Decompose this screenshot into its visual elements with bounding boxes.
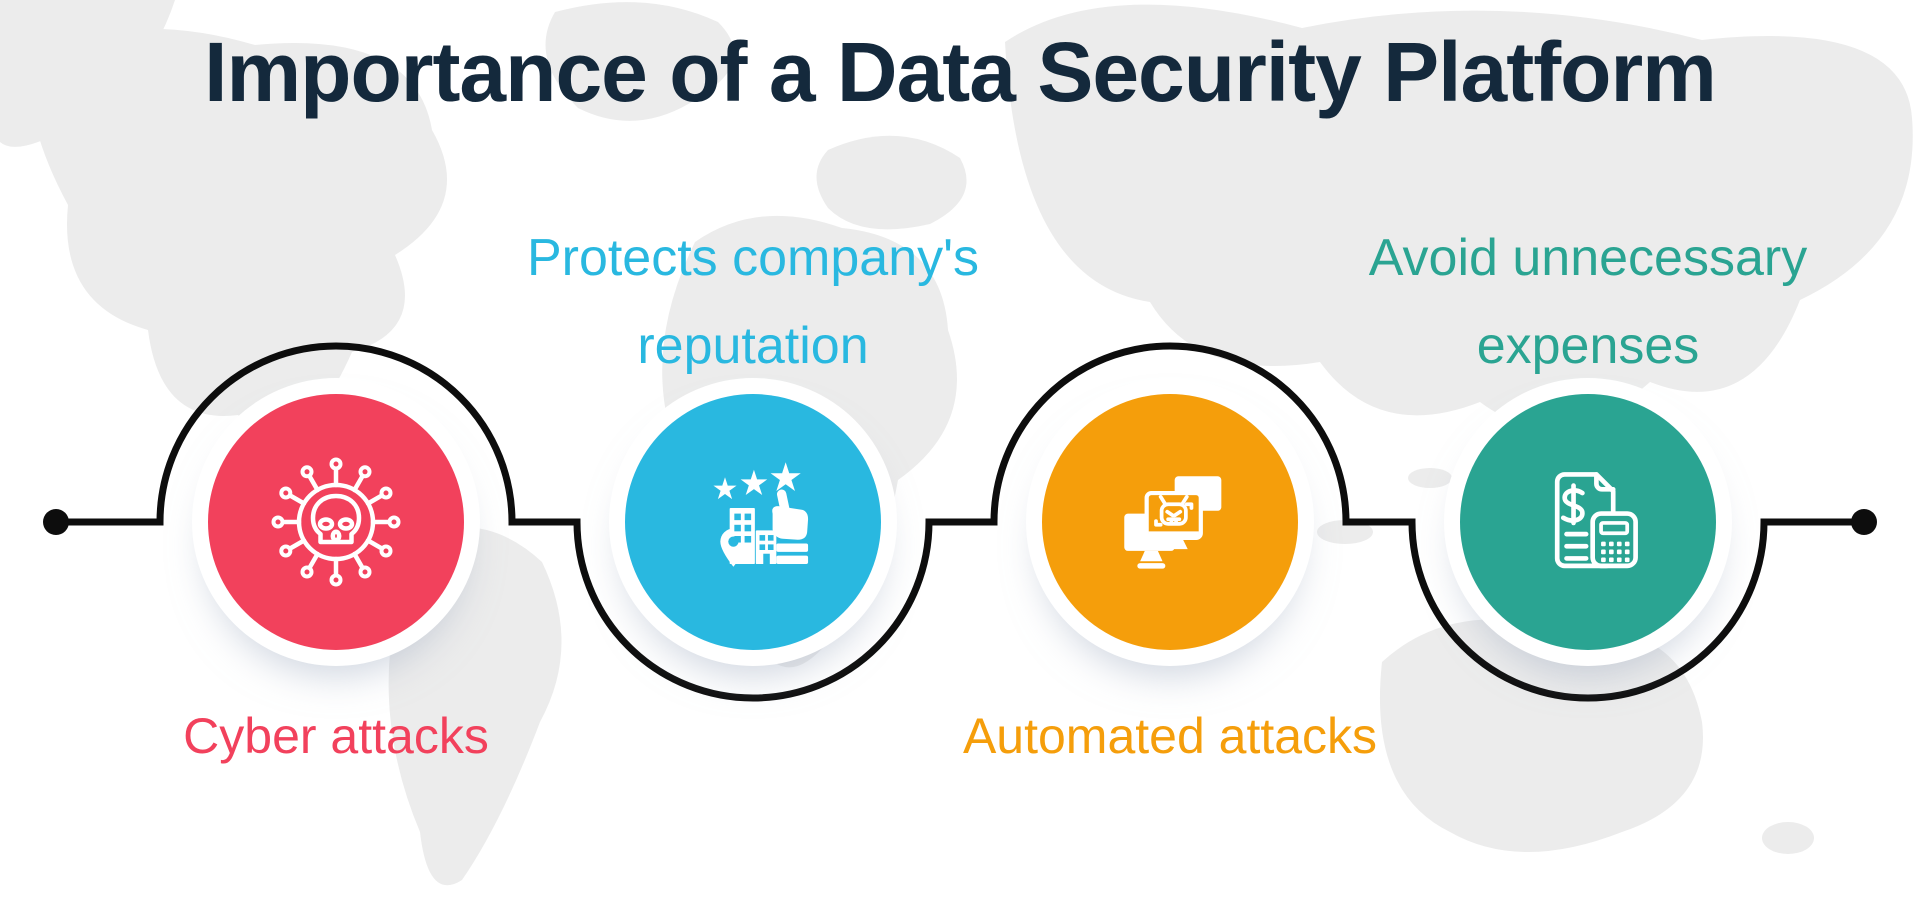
invoice-calculator-icon: [1554, 472, 1638, 569]
timeline-start-dot: [43, 509, 69, 535]
timeline-end-dot: [1851, 509, 1877, 535]
cyber-attacks-label: Cyber attacks: [183, 708, 489, 764]
avoid-expenses-circle: [1460, 394, 1716, 650]
automated-attacks-circle: [1042, 394, 1298, 650]
cyber-attacks-circle: [208, 394, 464, 650]
company-reputation-label: Protects company's reputation: [526, 229, 980, 375]
reputation-stars-buildings-icon: [713, 462, 809, 567]
bot-monitors-icon: [1124, 476, 1222, 569]
company-reputation-circle: [625, 394, 881, 650]
page-title: Importance of a Data Security Platform: [204, 25, 1717, 119]
timeline-line: [56, 342, 1864, 702]
automated-attacks-label: Automated attacks: [962, 708, 1378, 764]
avoid-expenses-label: Avoid unnecessary expenses: [1368, 229, 1808, 375]
malware-skull-icon: [271, 457, 401, 587]
